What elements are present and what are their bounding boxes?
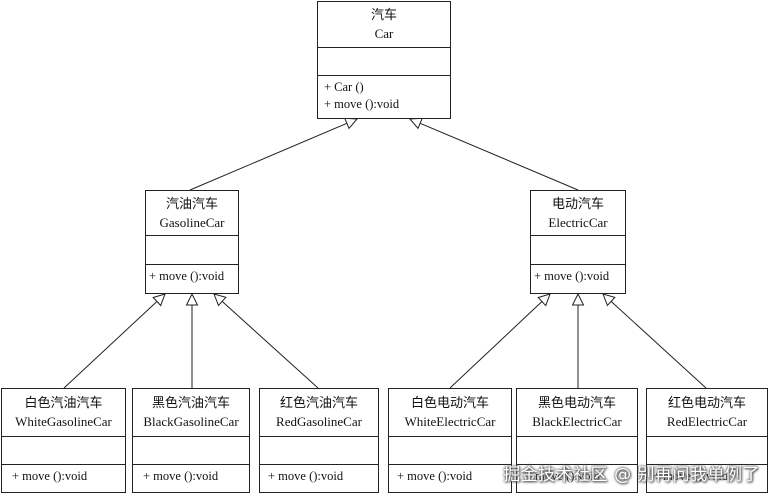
class-black-gasoline-car-en: BlackGasolineCar — [143, 414, 239, 429]
class-car-name: 汽车 Car — [318, 2, 450, 48]
class-red-electric-car-en: RedElectricCar — [666, 414, 748, 429]
class-car-attributes — [318, 48, 450, 76]
class-car-operations: + Car () + move ():void — [318, 76, 450, 116]
class-black-electric-car-cn: 黑色电动汽车 — [537, 396, 616, 411]
class-white-gasoline-car-attributes — [2, 437, 125, 465]
generalization-arrowhead — [602, 293, 616, 307]
class-gasoline-car-en: GasolineCar — [159, 214, 225, 230]
inheritance-line — [610, 301, 707, 389]
class-white-gasoline-car-operations: + move ():void — [2, 465, 125, 488]
inheritance-line — [419, 122, 579, 191]
class-electric-car: 电动汽车 ElectricCar + move ():void — [530, 190, 626, 294]
class-black-gasoline-car-attributes — [133, 437, 249, 465]
class-white-electric-car-attributes — [389, 437, 511, 465]
class-white-electric-car-name: 白色电动汽车 WhiteElectricCar — [389, 389, 511, 437]
class-black-gasoline-car: 黑色汽油汽车 BlackGasolineCar + move ():void — [132, 388, 250, 493]
generalization-arrowhead — [213, 293, 227, 307]
class-black-electric-car-name: 黑色电动汽车 BlackElectricCar — [517, 389, 637, 437]
class-white-electric-car: 白色电动汽车 WhiteElectricCar + move ():void — [388, 388, 512, 493]
class-red-gasoline-car-en: RedGasolineCar — [276, 414, 362, 429]
class-black-electric-car: 黑色电动汽车 BlackElectricCar + move ():void — [516, 388, 638, 493]
class-gasoline-car-name: 汽油汽车 GasolineCar — [146, 191, 238, 236]
class-white-electric-car-cn: 白色电动汽车 — [410, 396, 489, 411]
operation: + move ():void — [143, 469, 219, 483]
operation: + move ():void — [268, 469, 344, 483]
class-black-gasoline-car-name: 黑色汽油汽车 BlackGasolineCar — [133, 389, 249, 437]
generalization-arrowhead — [537, 293, 551, 307]
class-white-gasoline-car: 白色汽油汽车 WhiteGasolineCar + move ():void — [1, 388, 126, 493]
class-gasoline-car: 汽油汽车 GasolineCar + move ():void — [145, 190, 239, 294]
class-electric-car-en: ElectricCar — [548, 214, 608, 230]
class-white-gasoline-car-cn: 白色汽油汽车 — [24, 396, 103, 411]
class-black-electric-car-en: BlackElectricCar — [532, 414, 622, 429]
class-white-electric-car-operations: + move ():void — [389, 465, 511, 488]
class-electric-car-operations: + move ():void — [531, 265, 625, 288]
inheritance-line — [63, 301, 158, 389]
class-red-electric-car-operations: + move ():void — [647, 465, 767, 488]
class-red-gasoline-car-name: 红色汽油汽车 RedGasolineCar — [260, 389, 378, 437]
operation: + move ():void — [12, 469, 88, 483]
inheritance-line — [221, 301, 319, 389]
class-electric-car-attributes — [531, 236, 625, 265]
generalization-arrowhead — [185, 292, 199, 306]
class-black-electric-car-operations: + move ():void — [517, 465, 637, 488]
generalization-arrowhead — [571, 292, 585, 306]
operation: + move ():void — [525, 469, 601, 483]
class-red-gasoline-car-operations: + move ():void — [260, 465, 378, 488]
class-red-electric-car-attributes — [647, 437, 767, 465]
class-gasoline-car-attributes — [146, 236, 238, 265]
generalization-arrowhead — [152, 293, 166, 307]
class-black-electric-car-attributes — [517, 437, 637, 465]
class-red-electric-car-name: 红色电动汽车 RedElectricCar — [647, 389, 767, 437]
class-car-cn: 汽车 — [370, 8, 397, 23]
class-car: 汽车 Car + Car () + move ():void — [317, 1, 451, 119]
class-red-gasoline-car-cn: 红色汽油汽车 — [279, 396, 358, 411]
inheritance-line — [189, 122, 348, 191]
class-white-gasoline-car-en: WhiteGasolineCar — [15, 414, 112, 429]
operation: + move ():void — [324, 97, 400, 111]
class-gasoline-car-cn: 汽油汽车 — [165, 196, 218, 212]
operation: + move ():void — [653, 469, 729, 483]
class-white-gasoline-car-name: 白色汽油汽车 WhiteGasolineCar — [2, 389, 125, 437]
watermark: 掘金技术社区 @ 别再问我单例了 — [503, 465, 760, 485]
operation: + move ():void — [397, 469, 473, 483]
class-red-gasoline-car: 红色汽油汽车 RedGasolineCar + move ():void — [259, 388, 379, 493]
class-red-electric-car: 红色电动汽车 RedElectricCar + move ():void — [646, 388, 768, 493]
inheritance-line — [449, 301, 543, 389]
operation: + move ():void — [149, 269, 225, 283]
class-black-gasoline-car-cn: 黑色汽油汽车 — [151, 396, 230, 411]
class-electric-car-cn: 电动汽车 — [551, 196, 604, 212]
class-gasoline-car-operations: + move ():void — [146, 265, 238, 288]
operation: + move ():void — [534, 269, 610, 283]
generalization-arrowhead — [408, 117, 424, 130]
class-black-gasoline-car-operations: + move ():void — [133, 465, 249, 488]
class-car-en: Car — [374, 26, 394, 41]
class-red-gasoline-car-attributes — [260, 437, 378, 465]
class-red-electric-car-cn: 红色电动汽车 — [667, 396, 746, 411]
generalization-arrowhead — [343, 117, 359, 130]
class-white-electric-car-en: WhiteElectricCar — [404, 414, 496, 429]
class-electric-car-name: 电动汽车 ElectricCar — [531, 191, 625, 236]
operation: + Car () — [324, 80, 364, 94]
